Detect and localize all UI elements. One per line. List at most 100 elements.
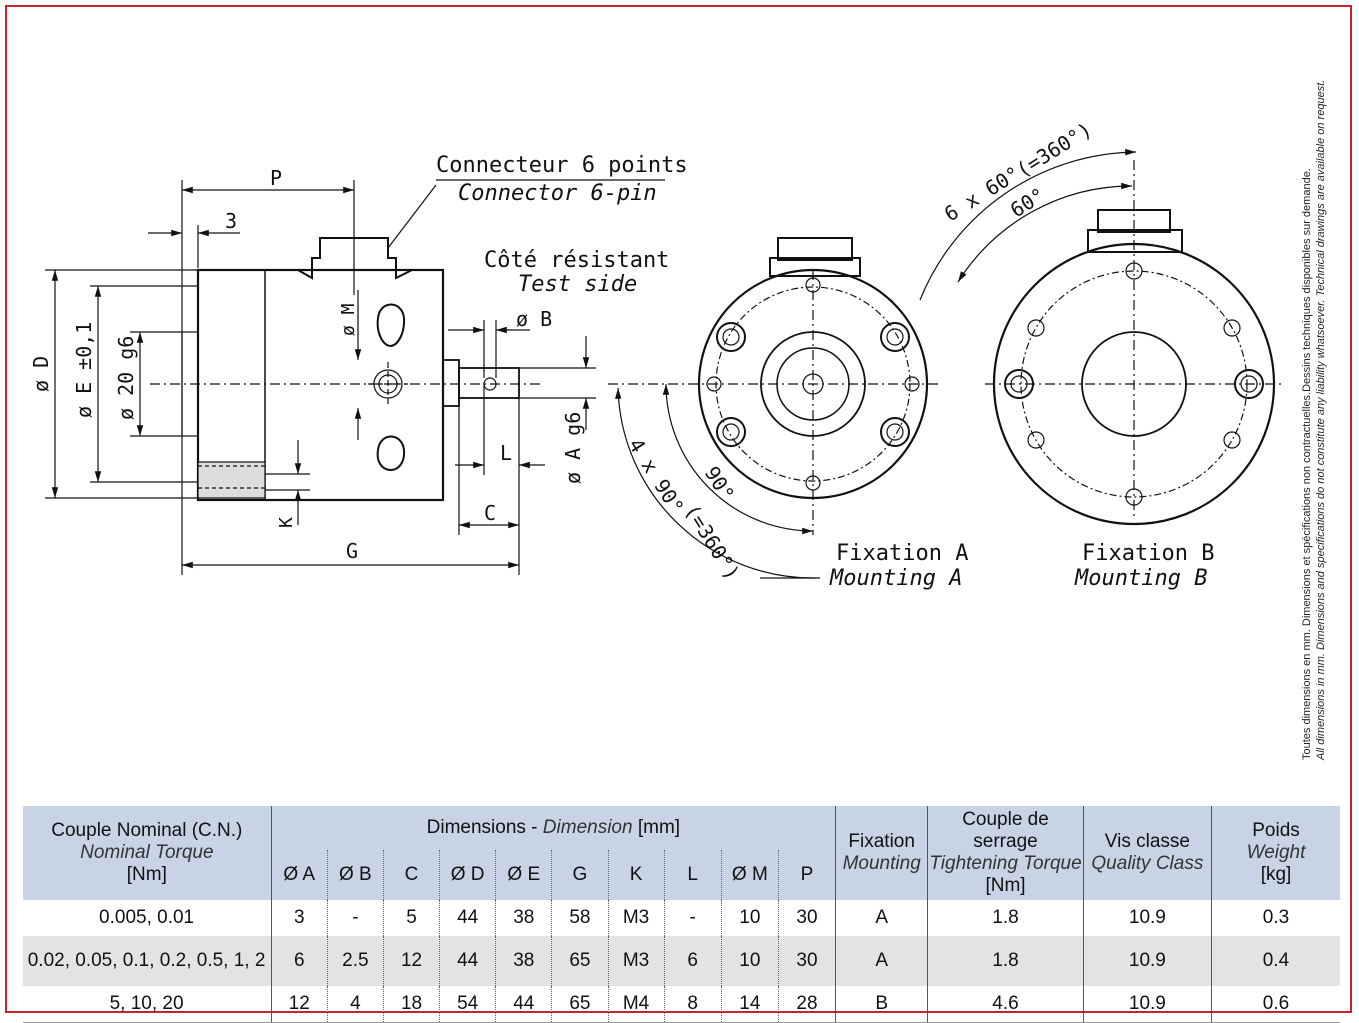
header-dim-col: P [777, 850, 836, 900]
header-mounting-en: Mounting [842, 853, 921, 874]
cell-screw: 10.9 [1082, 900, 1212, 936]
cell-dim: 2.5 [326, 936, 384, 986]
cell-dim: 65 [551, 986, 608, 1023]
dim-B: ø B [516, 307, 552, 331]
dim-K: K [276, 517, 297, 528]
cell-dim: 6 [270, 936, 328, 986]
cell-screw: 10.9 [1082, 936, 1212, 986]
cell-mounting: B [835, 986, 928, 1023]
header-torque-en: Nominal Torque [80, 842, 214, 863]
mounting-b-label-fr: Fixation B [1082, 541, 1214, 566]
cell-dim: 14 [720, 986, 779, 1023]
header-mounting-fr: Fixation [848, 831, 915, 852]
header-torque-fr: Couple Nominal (C.N.) [51, 820, 243, 841]
header-dimensions-unit: [mm] [632, 817, 681, 838]
header-dim-col: L [663, 850, 722, 900]
header-dimensions-fr: Dimensions - [426, 817, 543, 838]
cell-dim: 28 [777, 986, 836, 1023]
dim-A: ø A g6 [561, 412, 585, 484]
cell-torque: 0.02, 0.05, 0.1, 0.2, 0.5, 1, 2 [22, 936, 272, 986]
test-side-label-fr: Côté résistant [484, 248, 669, 273]
header-weight-fr: Poids [1252, 820, 1300, 841]
cell-dim: 44 [439, 936, 496, 986]
cell-screw: 10.9 [1082, 986, 1212, 1023]
cell-dim: M3 [607, 936, 665, 986]
cell-weight: 0.6 [1211, 986, 1340, 1023]
table-row: 5, 10, 20 12 4 18 54 44 65 M4 8 14 28 B … [22, 986, 1340, 1023]
table-row: 0.02, 0.05, 0.1, 0.2, 0.5, 1, 2 6 2.5 12… [22, 936, 1340, 986]
cell-dim: 12 [382, 936, 440, 986]
cell-tightening: 1.8 [927, 900, 1084, 936]
angle-b-pattern: 6 x 60° [940, 161, 1024, 226]
disclaimer-note: Toutes dimensions en mm. Dimensions et s… [1300, 40, 1328, 760]
cell-dim: 3 [270, 900, 328, 936]
header-dimensions: Dimensions - Dimension [mm] [270, 806, 836, 850]
cell-dim: 10 [720, 936, 779, 986]
technical-drawing: Connecteur 6 points Connector 6-pin Côté… [29, 117, 1285, 591]
header-dim-col: C [382, 850, 440, 900]
dim-E: ø E ±0,1 [72, 322, 96, 418]
cell-dim: 65 [551, 936, 608, 986]
header-screw-fr: Vis classe [1104, 831, 1190, 852]
cell-dim: 30 [777, 900, 836, 936]
header-weight-en: Weight [1246, 842, 1306, 863]
cell-dim: 12 [270, 986, 328, 1023]
cell-dim: 44 [439, 900, 496, 936]
dim-L: L [500, 441, 512, 465]
cell-dim: 8 [663, 986, 722, 1023]
header-weight: Poids Weight [kg] [1211, 806, 1340, 900]
dim-3: 3 [225, 209, 237, 233]
header-dim-col: Ø A [270, 850, 328, 900]
cell-tightening: 1.8 [927, 936, 1084, 986]
cell-dim: M4 [607, 986, 665, 1023]
dim-M: ø M [338, 303, 359, 336]
angle-a-pattern: 4 x 90° [624, 434, 689, 518]
cell-dim: 44 [495, 986, 552, 1023]
header-torque-unit: [Nm] [126, 864, 167, 885]
header-tightening-en: Tightening Torque [929, 853, 1082, 874]
cell-dim: 5 [382, 900, 440, 936]
dim-C: C [484, 501, 496, 525]
header-tightening-fr: Couple de serrage [962, 809, 1049, 852]
header-dim-col: G [551, 850, 608, 900]
cell-dim: 4 [326, 986, 384, 1023]
cell-torque: 5, 10, 20 [22, 986, 272, 1023]
cell-dim: M3 [607, 900, 665, 936]
cell-dim: 38 [495, 900, 552, 936]
header-screw: Vis classe Quality Class [1082, 806, 1212, 900]
mounting-a-label-en: Mounting A [829, 566, 962, 591]
mounting-b-label-en: Mounting B [1074, 566, 1207, 591]
disclaimer-en: All dimensions in mm. Dimensions and spe… [1315, 79, 1327, 760]
angle-a-step: 90° [700, 462, 739, 505]
header-weight-unit: [kg] [1260, 864, 1292, 885]
cell-dim: 30 [777, 936, 836, 986]
table-row: 0.005, 0.01 3 - 5 44 38 58 M3 - 10 30 A … [23, 900, 1340, 936]
dim-20: ø 20 g6 [114, 336, 138, 420]
dim-D: ø D [29, 356, 53, 392]
dim-G: G [346, 539, 358, 563]
dim-P: P [270, 166, 282, 190]
cell-weight: 0.4 [1211, 936, 1340, 986]
cell-dim: - [663, 900, 722, 936]
test-side-label-en: Test side [518, 272, 637, 297]
cell-weight: 0.3 [1211, 900, 1340, 936]
header-screw-en: Quality Class [1091, 853, 1204, 874]
header-tightening: Couple de serrage Tightening Torque [Nm] [927, 806, 1084, 900]
header-mounting: Fixation Mounting [835, 806, 928, 900]
header-tightening-unit: [Nm] [985, 875, 1026, 896]
header-dim-col: Ø E [495, 850, 552, 900]
cell-dim: 10 [720, 900, 779, 936]
side-view [45, 179, 665, 575]
connector-label-en: Connector 6-pin [458, 181, 657, 206]
cell-tightening: 4.6 [927, 986, 1084, 1023]
mounting-a-label-fr: Fixation A [836, 541, 968, 566]
mounting-b-view [919, 148, 1285, 526]
cell-mounting: A [835, 900, 928, 936]
header-torque: Couple Nominal (C.N.) Nominal Torque [Nm… [22, 806, 272, 900]
cell-dim: 18 [382, 986, 440, 1023]
header-dimensions-en: Dimension [542, 817, 633, 838]
disclaimer-fr: Toutes dimensions en mm. Dimensions et s… [1301, 168, 1313, 760]
header-dim-col: Ø M [720, 850, 779, 900]
angle-b-total: (=360°) [1012, 117, 1096, 182]
cell-mounting: A [835, 936, 928, 986]
